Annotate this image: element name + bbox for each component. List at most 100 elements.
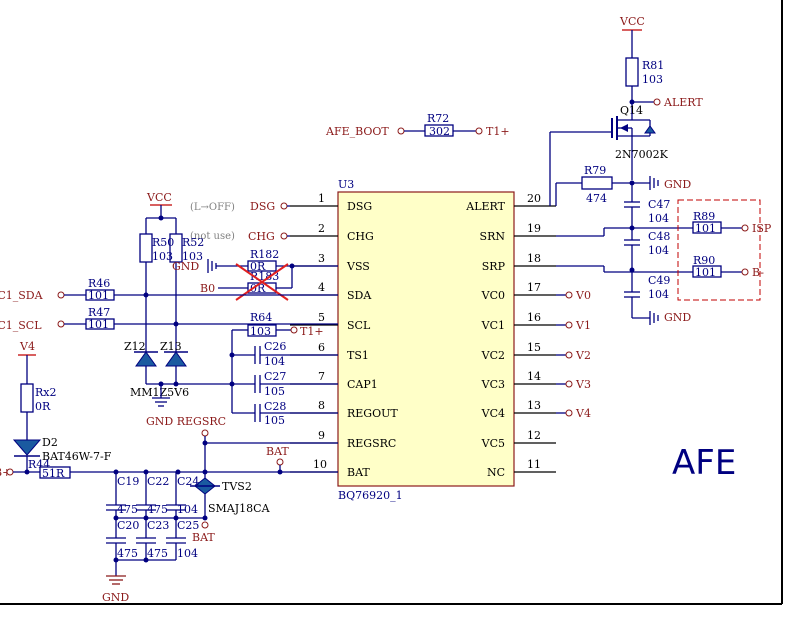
- c19-val: 475: [117, 503, 138, 516]
- net-b0: B0: [200, 282, 215, 295]
- ts1-cap-section: R64 103 T1+ C26 104 C27 105 C28 105: [200, 311, 338, 427]
- rx2-ref: Rx2: [35, 386, 56, 399]
- pin-name-vc5: VC5: [481, 437, 505, 450]
- pin-name-ts1: TS1: [347, 349, 369, 362]
- pin-num-13: 13: [527, 399, 541, 412]
- d2-val: BAT46W-7-F: [42, 450, 112, 463]
- i2c-lines: I2C1_SDA R46 101 I2C1_SCL R47 101: [0, 277, 338, 332]
- r90-ref: R90: [693, 254, 715, 267]
- bulk-capacitors: GND C19 475 C22 475 C24 104 C20 475 C23 …: [102, 472, 205, 604]
- ic-u3: U3 BQ76920_1 1 2 3 4 5 6 7 8 9 10 DSG CH…: [290, 178, 556, 502]
- pin-num-6: 6: [318, 341, 325, 354]
- pin-num-20: 20: [527, 192, 541, 205]
- sheet-title: AFE: [672, 443, 736, 483]
- pin-num-4: 4: [318, 281, 325, 294]
- c49-val: 104: [648, 288, 669, 301]
- net-v4-left: V4: [19, 340, 35, 353]
- dnp-cross-b: [235, 263, 289, 301]
- r52-val: 103: [182, 250, 203, 263]
- net-v2: V2: [575, 349, 591, 362]
- pin-num-9: 9: [318, 429, 325, 442]
- net-t1-top: T1+: [486, 125, 510, 138]
- net-chg: CHG: [248, 230, 275, 243]
- c20-ref: C20: [117, 519, 139, 532]
- pin-num-16: 16: [527, 311, 541, 324]
- net-alert: ALERT: [663, 96, 703, 109]
- pin-name-dsg: DSG: [347, 200, 372, 213]
- c47-ref: C47: [648, 198, 670, 211]
- pin-num-5: 5: [318, 311, 325, 324]
- afe-boot-net: AFE_BOOT R72 302 T1+: [325, 112, 510, 138]
- z13-ref: Z13: [160, 340, 182, 353]
- ic-part: BQ76920_1: [338, 489, 403, 502]
- r47-ref: R47: [88, 306, 110, 319]
- tvs2-val: SMAJ18CA: [208, 502, 271, 515]
- c19-ref: C19: [117, 475, 139, 488]
- q14-val: 2N7002K: [615, 148, 669, 161]
- c22-val: 475: [147, 503, 168, 516]
- current-sense-box: R89 101 ISP R90 101 B-: [677, 199, 772, 301]
- r89-ref: R89: [693, 210, 715, 223]
- net-vcc-left: VCC: [146, 191, 172, 204]
- net-gnd-bottom: GND: [102, 591, 129, 604]
- supply-section: BAT TVS2 SMAJ18CA BAT: [110, 429, 338, 544]
- resistor-r79: [581, 176, 613, 190]
- net-v3: V3: [575, 378, 591, 391]
- pin-num-12: 12: [527, 429, 541, 442]
- c49-ref: C49: [648, 274, 670, 287]
- r46-val: 101: [88, 289, 109, 302]
- r50-val: 103: [152, 250, 173, 263]
- c28-val: 105: [264, 414, 285, 427]
- net-gnd-zener: GND REGSRC: [146, 415, 226, 428]
- pin-name-srp: SRP: [482, 260, 506, 273]
- net-gnd-vss: GND: [172, 260, 199, 273]
- pin-num-7: 7: [318, 370, 325, 383]
- pin-num-8: 8: [318, 399, 325, 412]
- net-t1-scl: T1+: [300, 325, 324, 338]
- pin-num-10: 10: [313, 458, 327, 471]
- r182-val: 0R: [250, 260, 266, 273]
- pin-num-18: 18: [527, 252, 541, 265]
- c28-ref: C28: [264, 400, 286, 413]
- dashed-box: [677, 199, 761, 301]
- pin-name-nc: NC: [487, 466, 505, 479]
- ic-body: [337, 191, 515, 487]
- pin-num-1: 1: [318, 192, 325, 205]
- pin-name-vc4: VC4: [481, 407, 505, 420]
- net-i2c-sda: I2C1_SDA: [0, 289, 44, 302]
- zener-z13: [165, 351, 187, 367]
- c48-val: 104: [648, 244, 669, 257]
- resistor-r50: [139, 233, 153, 263]
- net-v1: V1: [575, 319, 591, 332]
- pin-name-alert: ALERT: [465, 200, 505, 213]
- c27-val: 105: [264, 385, 285, 398]
- pin-name-vc1: VC1: [481, 319, 505, 332]
- r81-val: 103: [642, 73, 663, 86]
- q14-ref: Q14: [620, 104, 643, 117]
- net-gnd-top: GND: [664, 178, 691, 191]
- r52-ref: R52: [182, 236, 204, 249]
- pin-num-15: 15: [527, 341, 541, 354]
- net-isp: ISP: [752, 222, 772, 235]
- sense-network: R79 474 GND C47 104 C48 104 C49 104 GND: [555, 164, 693, 325]
- c27-ref: C27: [264, 370, 286, 383]
- pin-num-2: 2: [318, 222, 325, 235]
- chg-note: (not use): [190, 231, 235, 242]
- v4-diode-section: V4 Rx2 0R D2 BAT46W-7-F B+ R44 51R: [0, 340, 112, 480]
- c48-ref: C48: [648, 230, 670, 243]
- c24-val: 104: [177, 503, 198, 516]
- zener-part: MM1Z5V6: [130, 386, 189, 399]
- c47-val: 104: [648, 212, 669, 225]
- c23-val: 475: [147, 547, 168, 560]
- diode-d2: [12, 439, 42, 456]
- z12-ref: Z12: [124, 340, 146, 353]
- c26-ref: C26: [264, 340, 286, 353]
- pin-num-14: 14: [527, 370, 541, 383]
- r183-val: 0R: [250, 282, 266, 295]
- resistor-rx2: [20, 383, 34, 413]
- r44-val: 51R: [42, 467, 65, 480]
- net-afe-boot: AFE_BOOT: [325, 125, 389, 138]
- c24-ref: C24: [177, 475, 199, 488]
- r47-val: 101: [88, 318, 109, 331]
